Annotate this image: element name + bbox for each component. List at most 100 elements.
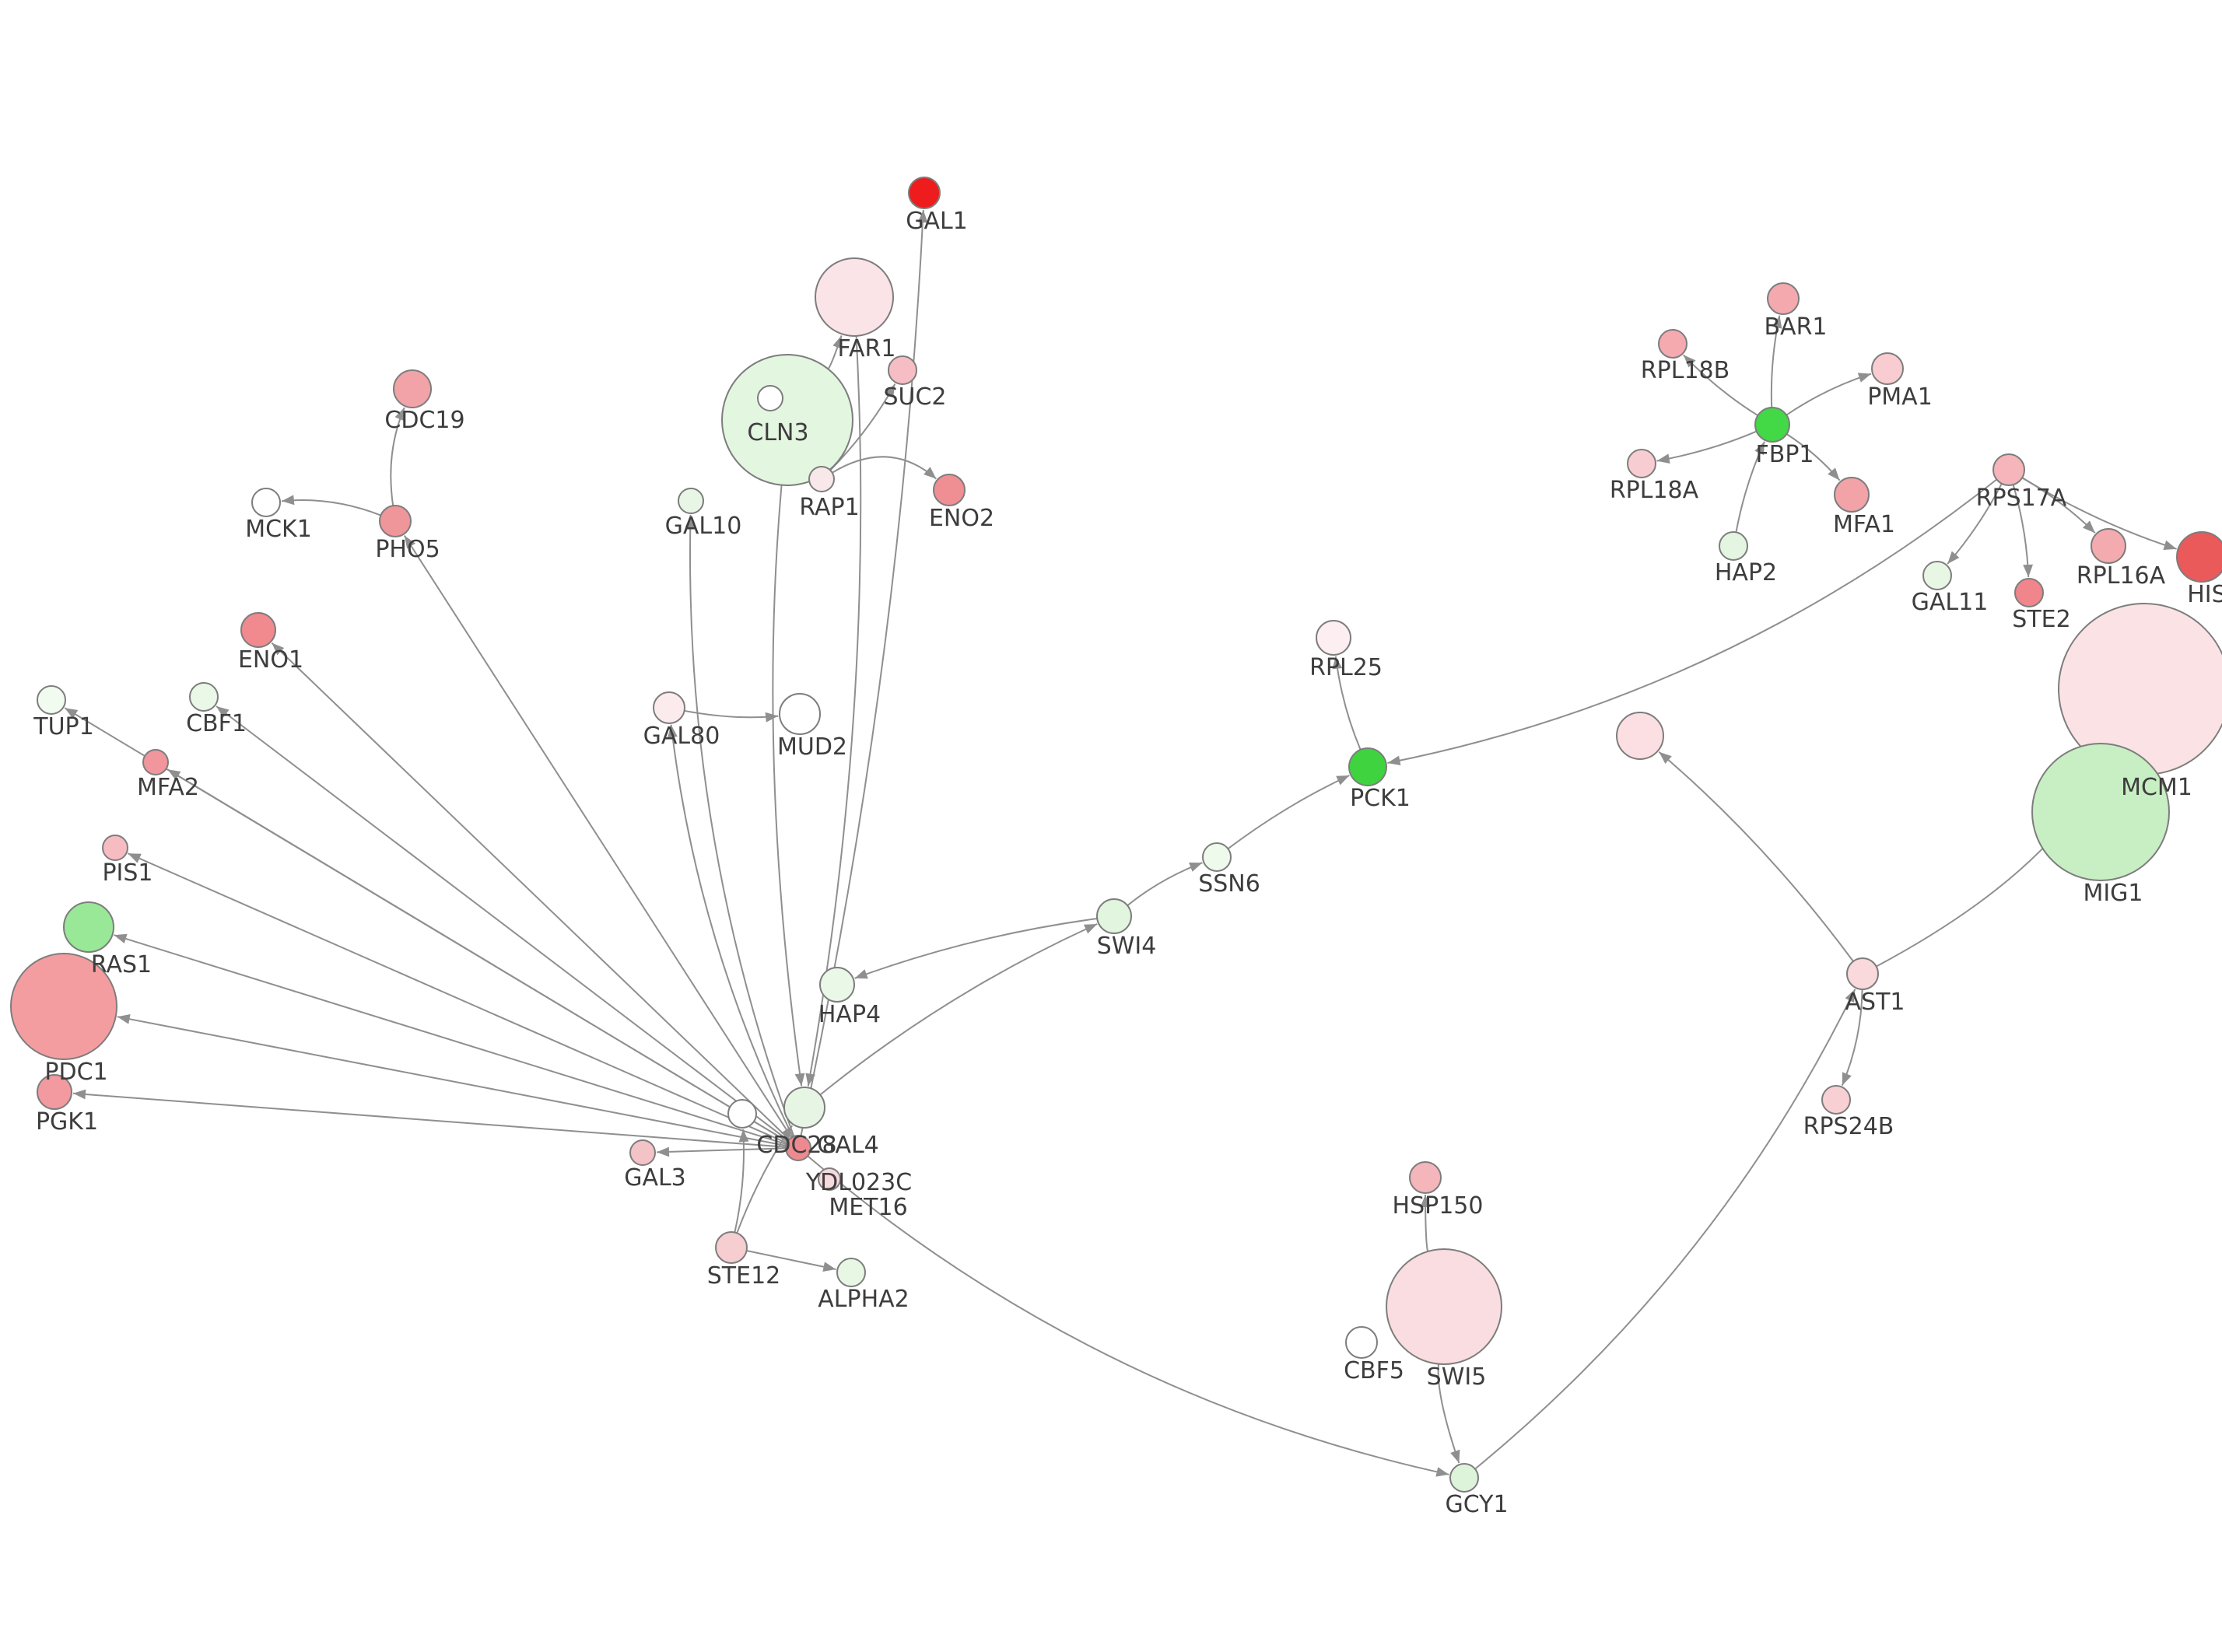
arrowhead [794, 1073, 805, 1087]
node-RPS24B[interactable] [1821, 1085, 1851, 1115]
node-PMA1[interactable] [1871, 352, 1904, 385]
edge-SSN6-PCK1[interactable] [1227, 775, 1350, 849]
node-SUC2[interactable] [888, 355, 917, 385]
edge-GAL4-MFA2[interactable] [166, 768, 788, 1143]
node-label-GAL4: GAL4 [817, 1132, 879, 1159]
node-GAL80[interactable] [653, 691, 685, 724]
edge-FBP1-PMA1[interactable] [1786, 373, 1872, 416]
edge-SWI5-GCY1[interactable] [1437, 1363, 1460, 1464]
node-HSP150[interactable] [1409, 1161, 1442, 1194]
edge-GAL4-GCY1[interactable] [807, 1155, 1449, 1475]
node-SWI5[interactable] [1386, 1248, 1502, 1365]
node-TUP1[interactable] [37, 685, 66, 715]
edge-RAP1-ENO2[interactable] [832, 456, 938, 480]
node-MET16[interactable] [818, 1167, 841, 1191]
node-unnamed-2[interactable] [1616, 712, 1664, 760]
node-RAP1[interactable] [808, 466, 835, 492]
edge-GAL4-PHO5[interactable] [403, 535, 793, 1139]
arrowhead [2083, 520, 2095, 534]
node-GAL3[interactable] [629, 1139, 656, 1166]
node-MFA2[interactable] [142, 749, 169, 775]
node-RPL18B[interactable] [1658, 329, 1688, 359]
node-RPL16A[interactable] [2091, 528, 2126, 564]
edge-GAL4-PGK1[interactable] [72, 1092, 787, 1148]
node-CBF5[interactable] [1345, 1326, 1378, 1359]
edge-RPS17A-PCK1[interactable] [1387, 478, 1998, 764]
arrowhead [1084, 924, 1098, 934]
edge-GAL4-RAS1[interactable] [114, 934, 787, 1146]
edge-PHO5-MCK1[interactable] [281, 499, 381, 516]
node-ENO2[interactable] [933, 474, 966, 506]
node-MCK1[interactable] [251, 488, 281, 517]
node-label-ENO2: ENO2 [929, 505, 994, 532]
node-MFA1[interactable] [1834, 477, 1870, 513]
node-GAL4[interactable] [785, 1135, 811, 1161]
node-ALPHA2[interactable] [836, 1258, 866, 1287]
edge-AST1-unnamed-2[interactable] [1658, 751, 1854, 962]
node-PDC1[interactable] [10, 953, 117, 1060]
node-PHO5[interactable] [379, 505, 412, 537]
node-BAR1[interactable] [1767, 282, 1800, 315]
edge-CLN3-CDC28[interactable] [772, 485, 803, 1087]
node-HAP2[interactable] [1719, 531, 1748, 561]
node-ENO1[interactable] [240, 612, 276, 648]
node-HIS4[interactable] [2176, 531, 2222, 583]
edge-SWI4-HAP4[interactable] [854, 918, 1098, 979]
node-MUD2[interactable] [779, 693, 821, 735]
edge-FBP1-RPL18A[interactable] [1656, 430, 1758, 462]
edge-GAL4-PDC1[interactable] [117, 1016, 787, 1146]
node-RPS17A[interactable] [1992, 453, 2025, 486]
node-MIG1[interactable] [2031, 743, 2170, 881]
node-SWI4[interactable] [1096, 898, 1132, 934]
edge-STE12-CDC28[interactable] [736, 1125, 794, 1234]
node-label-CDC28: CDC28 [756, 1132, 836, 1159]
node-YDL023C[interactable] [727, 1099, 757, 1129]
node-CBF1[interactable] [189, 682, 219, 712]
node-unnamed-1[interactable] [757, 385, 783, 411]
node-STE2[interactable] [2014, 578, 2044, 607]
node-label-GAL3: GAL3 [624, 1164, 686, 1192]
node-AST1[interactable] [1846, 957, 1879, 990]
node-PCK1[interactable] [1348, 747, 1387, 786]
node-FBP1[interactable] [1754, 407, 1790, 443]
node-RPL18A[interactable] [1627, 449, 1656, 478]
node-label-RPL18A: RPL18A [1610, 477, 1699, 504]
node-GCY1[interactable] [1449, 1463, 1479, 1493]
edges-layer [64, 209, 2177, 1477]
node-STE12[interactable] [715, 1231, 748, 1264]
node-RPL25[interactable] [1316, 620, 1351, 656]
edge-GCY1-AST1[interactable] [1474, 989, 1856, 1470]
node-label-PDC1: PDC1 [44, 1059, 107, 1086]
node-CDC19[interactable] [393, 369, 432, 408]
node-label-SWI4: SWI4 [1097, 933, 1157, 960]
edge-STE12-YDL023C[interactable] [734, 1129, 745, 1233]
node-PGK1[interactable] [37, 1074, 72, 1110]
edge-GAL4-ENO1[interactable] [271, 642, 790, 1140]
edge-GAL4-PIS1[interactable] [127, 852, 787, 1144]
node-label-PIS1: PIS1 [102, 859, 152, 887]
arrowhead [1772, 315, 1782, 329]
edge-GAL4-CBF1[interactable] [216, 705, 789, 1142]
edge-GAL4-GAL10[interactable] [689, 514, 795, 1137]
node-GAL1[interactable] [908, 177, 941, 209]
node-GAL10[interactable] [678, 488, 704, 514]
node-HAP4[interactable] [819, 967, 855, 1003]
node-CDC28[interactable] [783, 1087, 825, 1129]
node-SSN6[interactable] [1202, 842, 1232, 872]
edge-RPS17A-HIS4[interactable] [2021, 477, 2177, 550]
edge-GAL4-GAL80[interactable] [670, 724, 794, 1138]
node-FAR1[interactable] [815, 257, 894, 337]
node-label-MFA1: MFA1 [1833, 511, 1895, 538]
edge-CDC28-SWI4[interactable] [819, 923, 1098, 1096]
node-PIS1[interactable] [102, 835, 128, 861]
node-GAL11[interactable] [1922, 561, 1952, 590]
edge-SWI4-SSN6[interactable] [1127, 862, 1203, 906]
edge-GAL4-GAL3[interactable] [656, 1147, 787, 1153]
arrowhead [2163, 540, 2177, 550]
node-label-CDC19: CDC19 [384, 407, 464, 434]
node-CLN3[interactable] [721, 354, 853, 486]
node-label-SSN6: SSN6 [1198, 870, 1260, 898]
node-RAS1[interactable] [63, 901, 114, 953]
